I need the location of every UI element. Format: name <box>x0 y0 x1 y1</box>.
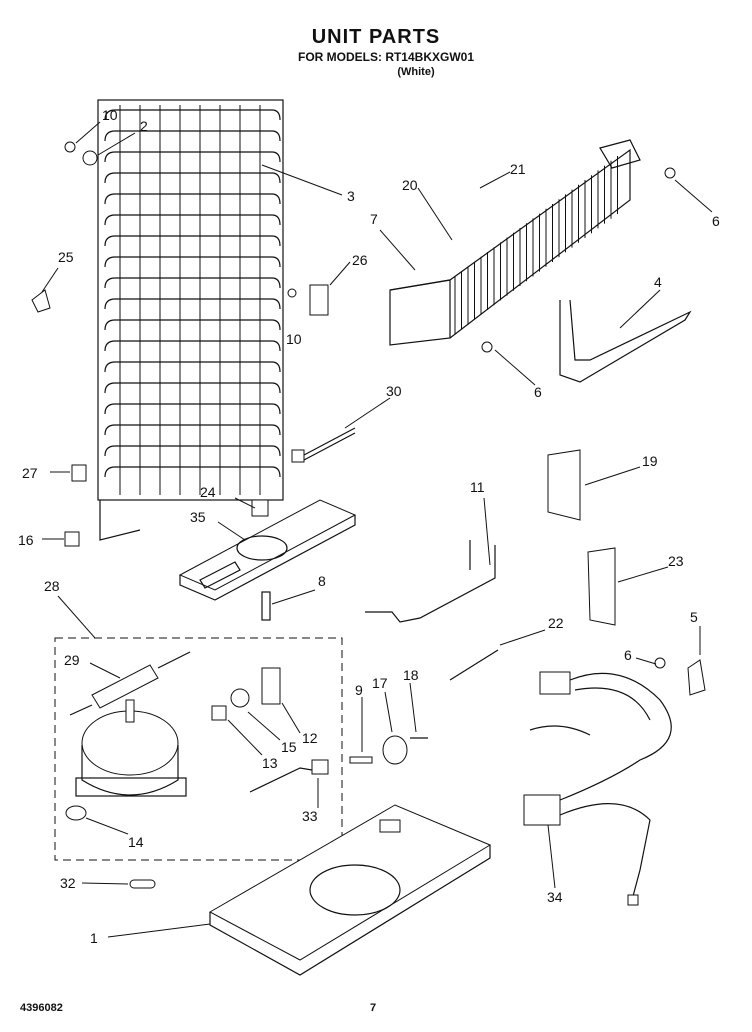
part-32 <box>129 879 156 889</box>
callout-1: 1 <box>90 930 98 946</box>
callout-34: 34 <box>547 889 563 905</box>
part-9 <box>349 756 373 764</box>
insulation-19 <box>547 449 581 521</box>
insulation-23 <box>587 547 616 626</box>
callout-9: 9 <box>355 682 363 698</box>
part-17 <box>382 735 408 765</box>
compressor <box>75 699 187 797</box>
evaporator-assembly <box>389 139 641 346</box>
callout-3: 3 <box>347 188 355 204</box>
callout-14: 14 <box>128 834 144 850</box>
callout-19: 19 <box>642 453 658 469</box>
callout-16: 16 <box>18 532 34 548</box>
callout-30: 30 <box>386 383 402 399</box>
relay-parts <box>211 667 329 793</box>
callout-13: 13 <box>262 755 278 771</box>
callout-32: 32 <box>60 875 76 891</box>
wiring-harness <box>523 671 672 906</box>
callout-28: 28 <box>44 578 60 594</box>
bracket-rod <box>365 540 496 623</box>
callout-18: 18 <box>403 667 419 683</box>
callout-33: 33 <box>302 808 318 824</box>
callout-11: 11 <box>470 479 485 495</box>
callout-24: 24 <box>200 484 216 500</box>
grommet-14 <box>65 805 87 821</box>
models-line: FOR MODELS: RT14BKXGW01 <box>297 50 474 64</box>
callout-6: 6 <box>534 384 542 400</box>
callout-17: 17 <box>372 675 388 691</box>
callout-2: 2 <box>140 118 148 134</box>
callout-7: 7 <box>370 211 378 227</box>
callout-23: 23 <box>668 553 684 569</box>
callout-20: 20 <box>402 177 418 193</box>
drain-tube <box>261 591 271 621</box>
callout-22: 22 <box>548 615 564 631</box>
callout-27: 27 <box>22 465 38 481</box>
defrost-heater <box>559 299 692 383</box>
tube-22 <box>449 649 499 681</box>
thermistor-part <box>291 427 356 463</box>
compressor-kit-box <box>54 637 343 861</box>
callout-10: 10 <box>102 107 118 123</box>
drain-pan <box>178 499 357 601</box>
callout-29: 29 <box>64 652 80 668</box>
leader-lines <box>41 121 713 938</box>
callout-35: 35 <box>190 509 206 525</box>
page-title: UNIT PARTS <box>311 26 441 48</box>
callout-8: 8 <box>318 573 326 589</box>
callout-4: 4 <box>654 274 662 290</box>
callout-21: 21 <box>510 161 526 177</box>
condenser-coil <box>97 99 284 541</box>
fasteners <box>31 141 706 696</box>
callout-25: 25 <box>58 249 74 265</box>
callout-15: 15 <box>281 739 297 755</box>
callout-6: 6 <box>624 647 632 663</box>
document-number: 4396082 <box>20 1002 63 1014</box>
callout-26: 26 <box>352 252 368 268</box>
color-line: (White) <box>397 66 435 78</box>
base-pan <box>208 804 492 976</box>
page-number: 7 <box>370 1002 377 1014</box>
callout-6: 6 <box>712 213 720 229</box>
drier-29 <box>69 651 191 716</box>
callout-12: 12 <box>302 730 318 746</box>
callout-10: 10 <box>286 331 302 347</box>
callout-5: 5 <box>690 609 698 625</box>
